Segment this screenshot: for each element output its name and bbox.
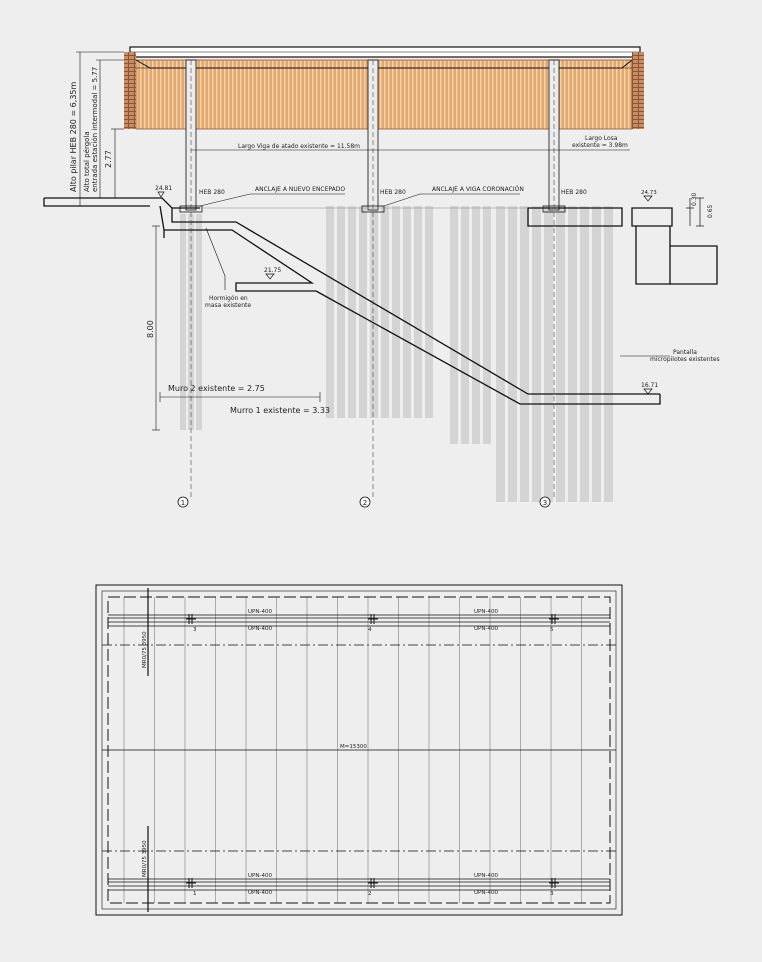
hormigon-label-2: masa existente: [205, 302, 251, 309]
dim-0-30: 0.30: [691, 192, 698, 206]
micropile-screen: [180, 206, 613, 502]
dimensions-left: [76, 51, 321, 431]
micropile: [568, 206, 577, 502]
micropile: [520, 206, 529, 502]
upn-label: UPN-400: [248, 626, 272, 632]
micropile: [580, 206, 589, 502]
micropile: [544, 206, 553, 502]
axis-lines: [190, 60, 555, 497]
level-21-75: 21.75: [264, 267, 281, 274]
micropile: [392, 206, 400, 418]
micropile: [370, 206, 378, 418]
micropile: [556, 206, 565, 502]
micropile: [450, 206, 458, 444]
level-24-73: 24.73: [641, 190, 657, 196]
micropile: [337, 206, 345, 418]
micropile: [461, 206, 469, 444]
plan-post-label: 2: [368, 891, 372, 897]
micropile: [359, 206, 367, 418]
heb-label-3: HEB 280: [561, 189, 587, 196]
micropile: [348, 206, 356, 418]
muro2-label: Muro 2 existente = 2.75: [168, 384, 265, 393]
anclaje-coronacion-label: ANCLAJE A VIGA CORONACIÓN: [432, 186, 524, 193]
plan-post-labels: 3 4 5 1 2 3: [193, 627, 554, 897]
level-16-71: 16.71: [641, 382, 658, 389]
dim-0-65: 0.65: [707, 204, 714, 218]
micropile: [496, 206, 505, 502]
micropile: [180, 214, 186, 430]
heb-label-2: HEB 280: [380, 189, 406, 196]
elevation-section: 1 2 3 Alto pilar HEB 280 = 6,35m Alto to…: [43, 46, 720, 508]
axis-label-3: 3: [543, 499, 547, 507]
plan-view: M=15300 MR0/75 3950 MR0/75 3950 3 4 5 1 …: [95, 584, 623, 916]
upn-label: UPN-400: [474, 609, 498, 615]
axis-label-2: 2: [363, 499, 367, 507]
pergola-brick-right: [632, 52, 644, 129]
pantalla-label-2: micropilotes existentes: [650, 356, 720, 363]
micropile: [326, 206, 334, 418]
micropile: [425, 206, 433, 418]
micropile: [403, 206, 411, 418]
alto-total-label-1: Alto total pérgola: [83, 131, 91, 192]
leader-lines: [199, 193, 670, 357]
anclaje-encepado-label: ANCLAJE A NUEVO ENCEPADO: [255, 186, 345, 193]
muro1-label: Murro 1 existente = 3.33: [230, 406, 330, 415]
pantalla-label-1: Pantalla: [673, 349, 697, 356]
micropile: [592, 206, 601, 502]
level-marks: [157, 191, 704, 395]
axis-markers: 1 2 3: [177, 496, 551, 508]
plan-upn-labels: UPN-400 UPN-400 UPN-400 UPN-400 UPN-400 …: [248, 609, 498, 896]
upn-label: UPN-400: [474, 626, 498, 632]
plan-posts: [186, 614, 559, 888]
pergola: [124, 46, 644, 130]
dim-2-77: 2.77: [104, 150, 113, 168]
alto-pilar-label: Alto pilar HEB 280 = 6,35m: [69, 82, 78, 193]
plan-center-dim: M=15300: [340, 744, 367, 750]
upn-label: UPN-400: [474, 890, 498, 896]
hormigon-label-1: Hormigón en: [209, 295, 248, 302]
plan-post-label: 3: [550, 891, 554, 897]
upn-label: UPN-400: [474, 873, 498, 879]
upn-label: UPN-400: [248, 890, 272, 896]
dim-8-00: 8.00: [146, 320, 155, 338]
micropile: [532, 206, 541, 502]
level-24-81: 24.81: [155, 185, 172, 192]
axis-label-1: 1: [181, 499, 185, 507]
micropile: [414, 206, 422, 418]
plan-post-label: 4: [368, 627, 372, 633]
micropile: [381, 206, 389, 418]
largo-losa-label-1: Largo Losa: [585, 135, 618, 142]
alto-total-label-2: entrada estación intermodal = 5.77: [91, 67, 99, 192]
concrete-structure: [43, 197, 718, 405]
plan-post-label: 1: [193, 891, 197, 897]
micropile: [508, 206, 517, 502]
micropile: [196, 214, 202, 430]
plan-side-dim-1: MR0/75 3950: [142, 631, 148, 668]
plan-post-label: 3: [193, 627, 197, 633]
micropile: [472, 206, 480, 444]
plan-side-dim-2: MR0/75 3950: [142, 840, 148, 877]
micropile: [604, 206, 613, 502]
heb-label-1: HEB 280: [199, 189, 225, 196]
plan-post-label: 5: [550, 627, 554, 633]
micropile: [188, 214, 194, 430]
upn-label: UPN-400: [248, 873, 272, 879]
plan-dash-dot-lines: [102, 644, 616, 852]
upn-label: UPN-400: [248, 609, 272, 615]
largo-viga-label: Largo Viga de atado existente = 11.58m: [238, 143, 360, 150]
pergola-brick-left: [124, 52, 136, 129]
micropile: [483, 206, 491, 444]
largo-losa-label-2: existente = 3.98m: [572, 142, 628, 149]
